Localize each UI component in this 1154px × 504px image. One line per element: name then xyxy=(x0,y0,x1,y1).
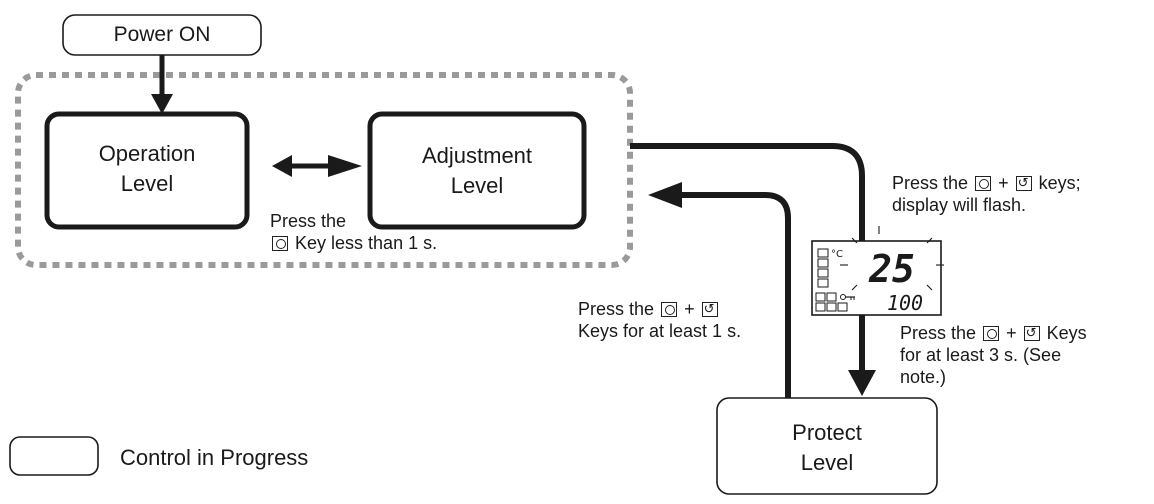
controller-display: °C 25 100 xyxy=(811,226,944,316)
control-in-progress-region xyxy=(15,72,633,268)
protect-key-icon xyxy=(840,294,855,300)
level-key-icon xyxy=(1015,173,1032,195)
note-enter-protect: Press the + Keys for at least 3 s. (See … xyxy=(900,322,1087,388)
display-value-top: 25 xyxy=(868,247,915,291)
display-unit: °C xyxy=(831,249,843,260)
display-value-bottom: 100 xyxy=(887,291,923,315)
adjustment-level-label: Adjustment Level xyxy=(370,141,584,201)
power-on-label: Power ON xyxy=(113,23,211,46)
adjustment-level-box xyxy=(367,111,587,230)
legend-box xyxy=(9,436,99,476)
protect-level-label: Protect Level xyxy=(717,418,937,478)
adjustment-level-line1: Adjustment xyxy=(421,143,533,168)
arrowhead-to-operation xyxy=(272,155,292,177)
operation-level-box xyxy=(44,111,250,230)
note-mode-key-short: Press the Key less than 1 s. xyxy=(270,211,438,253)
legend-label: Control in Progress xyxy=(120,445,309,470)
adjustment-level-line2: Level xyxy=(450,173,504,198)
protect-level-box xyxy=(716,397,938,495)
arrowhead-power-to-operation xyxy=(151,94,173,114)
flash-rays xyxy=(840,226,944,291)
mode-key-icon xyxy=(272,236,288,251)
note-return-protect: Press the + Keys for at least 1 s. xyxy=(578,298,741,342)
protect-level-line1: Protect xyxy=(792,420,862,445)
arrowhead-to-protect xyxy=(848,370,876,396)
mode-key-icon xyxy=(983,326,1000,341)
protect-level-line2: Level xyxy=(800,450,854,475)
level-key-icon xyxy=(701,299,718,321)
operation-level-label: Operation Level xyxy=(47,139,247,199)
operation-level-line1: Operation xyxy=(98,141,196,166)
note-flash: Press the + keys; display will flash. xyxy=(892,172,1081,216)
mode-key-icon xyxy=(661,302,678,317)
operation-level-line2: Level xyxy=(120,171,174,196)
mode-key-icon xyxy=(975,176,992,191)
arrowhead-to-region xyxy=(648,182,682,208)
arrow-to-protect-line xyxy=(630,143,865,372)
level-key-icon xyxy=(1023,323,1040,345)
arrowhead-to-adjustment xyxy=(328,155,362,177)
